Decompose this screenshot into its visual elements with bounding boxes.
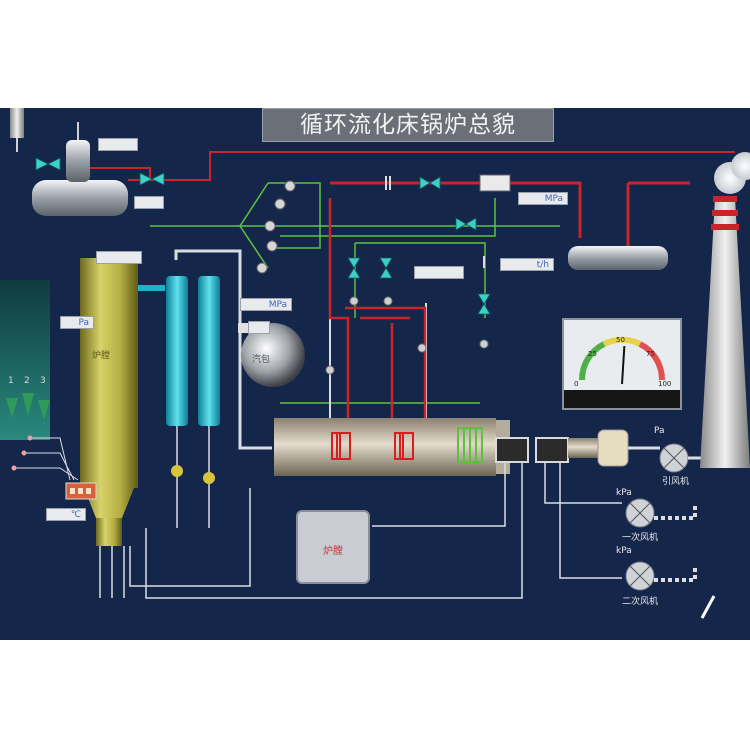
steam-drum — [241, 323, 305, 387]
valve-icon[interactable] — [139, 172, 153, 186]
readout-separator-pressure: MPa — [240, 298, 292, 311]
valve-icon[interactable] — [35, 157, 49, 171]
readout-flow-left — [414, 266, 464, 279]
readout-steam-header — [134, 196, 164, 209]
secondary-fan-unit: kPa — [616, 546, 632, 556]
vent-pipe — [10, 108, 24, 138]
air-preheater-2 — [535, 437, 569, 463]
induced-fan-unit: Pa — [654, 426, 665, 436]
readout-drum-level — [248, 321, 270, 334]
process-diagram — [0, 108, 750, 619]
readout-drum-top — [98, 138, 138, 151]
secondary-fan-label: 二次风机 — [622, 597, 659, 607]
air-preheater-1 — [495, 437, 529, 463]
readout-bed-temp: ℃ — [46, 508, 86, 521]
chimney — [700, 152, 750, 468]
load-gauge: 0 25 50 75 100 — [562, 318, 682, 410]
cyclone-separator-1 — [166, 276, 188, 426]
steam-header-dome — [66, 140, 90, 182]
furnace-control-box[interactable]: 炉膛 — [296, 510, 370, 584]
boiler-label: 炉膛 — [92, 351, 111, 361]
readout-furnace-pressure: Pa — [60, 316, 94, 329]
flue-duct — [274, 418, 496, 476]
drum-label: 汽包 — [252, 355, 271, 365]
valve-icon[interactable] — [477, 293, 491, 305]
valve-icon[interactable] — [419, 176, 431, 190]
heat-exchanger — [479, 174, 511, 192]
induced-fan-label: 引风机 — [662, 477, 690, 487]
cyclone-separator-2 — [198, 276, 220, 426]
sub-steam-header — [568, 246, 668, 270]
valve-icon[interactable] — [379, 257, 393, 269]
bed-number-3: 3 — [40, 376, 46, 386]
secondary-fan-icon — [625, 561, 697, 591]
furnace-box-label: 炉膛 — [323, 546, 343, 557]
bed-fire-zone — [0, 280, 50, 440]
gauge-tick-50: 50 — [616, 336, 625, 344]
gauge-tick-25: 25 — [588, 350, 597, 358]
valve-icon[interactable] — [347, 257, 361, 269]
readout-flow: t/h — [500, 258, 554, 271]
gauge-tick-75: 75 — [646, 350, 655, 358]
induced-draft-fan-icon — [659, 443, 705, 473]
bed-number-2: 2 — [24, 376, 30, 386]
bed-number-1: 1 — [8, 376, 14, 386]
dust-collector — [597, 429, 629, 467]
primary-fan-unit: kPa — [616, 488, 632, 498]
scada-panel: 循环流化床锅炉总貌 MPa t/h MPa Pa ℃ 炉膛 汽包 1 2 3 0… — [0, 108, 750, 640]
gauge-tick-0: 0 — [574, 380, 579, 388]
steam-header-tank — [32, 180, 128, 216]
primary-fan-label: 一次风机 — [622, 533, 659, 543]
primary-fan-icon — [625, 498, 697, 528]
readout-pipe-pressure: MPa — [518, 192, 568, 205]
boiler-furnace — [80, 258, 138, 488]
readout-boiler-top — [96, 251, 142, 264]
gauge-needle — [621, 346, 626, 385]
page-title: 循环流化床锅炉总貌 — [262, 108, 554, 142]
valve-icon[interactable] — [455, 217, 467, 231]
gauge-tick-100: 100 — [658, 380, 672, 388]
